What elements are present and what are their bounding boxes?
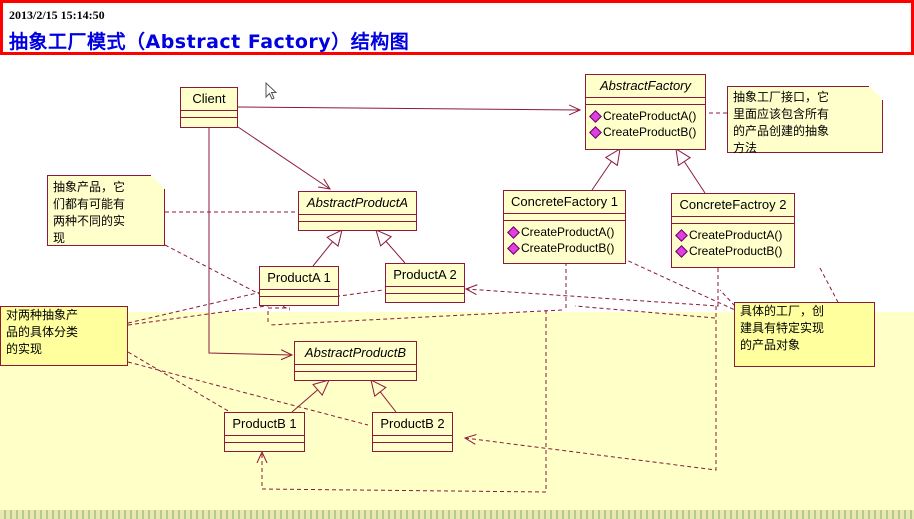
operations-compartment: CreateProductA() CreateProductB() [504, 221, 625, 259]
class-concrete-factory-1[interactable]: ConcreteFactory 1 CreateProductA() Creat… [503, 190, 626, 264]
class-name: AbstractProductA [299, 192, 416, 215]
method-icon [589, 109, 602, 123]
attributes-compartment [260, 290, 338, 297]
class-product-a1[interactable]: ProductA 1 [259, 266, 339, 306]
method-icon [507, 241, 520, 255]
attributes-compartment [386, 287, 464, 294]
attributes-compartment [295, 365, 416, 372]
operation[interactable]: CreateProductA() [507, 224, 621, 240]
class-abstract-product-a[interactable]: AbstractProductA [298, 191, 417, 231]
attributes-compartment [181, 111, 237, 118]
class-name: AbstractProductB [295, 342, 416, 365]
client-to-abstract-product-a [237, 126, 330, 189]
class-name: ConcreteFactory 1 [504, 191, 625, 214]
cf1-extends-abstract-factory [591, 148, 621, 191]
attributes-compartment [586, 98, 705, 105]
pb1-extends-apb [291, 379, 330, 413]
attributes-compartment [373, 436, 452, 443]
client-to-abstract-factory [237, 107, 580, 110]
method-icon [507, 225, 520, 239]
note-abstract-product[interactable]: 抽象产品，它 们都有可能有 两种不同的实 现 [47, 175, 165, 246]
operation[interactable]: CreateProductB() [675, 243, 790, 259]
class-concrete-factory-2[interactable]: ConcreteFactroy 2 CreateProductA() Creat… [671, 193, 795, 268]
operations-compartment: CreateProductA() CreateProductB() [586, 105, 705, 143]
class-product-b1[interactable]: ProductB 1 [224, 412, 305, 452]
class-name: ProductA 2 [386, 264, 464, 287]
method-icon [675, 244, 688, 258]
client-to-abstract-product-b [208, 127, 292, 355]
class-product-a2[interactable]: ProductA 2 [385, 263, 465, 303]
cf2-creates-pb2 [465, 306, 717, 471]
note-fold-corner [151, 175, 165, 189]
attributes-compartment [225, 436, 304, 443]
diagram-header: 2013/2/15 15:14:50 抽象工厂模式（Abstract Facto… [0, 0, 914, 55]
operation[interactable]: CreateProductA() [675, 227, 790, 243]
pa2-extends-apa [375, 229, 406, 264]
operation[interactable]: CreateProductA() [589, 108, 701, 124]
note-fold-corner [869, 86, 883, 100]
operation[interactable]: CreateProductB() [507, 240, 621, 256]
method-icon [589, 125, 602, 139]
operations-compartment: CreateProductA() CreateProductB() [672, 224, 794, 262]
class-name: ConcreteFactroy 2 [672, 194, 794, 217]
class-abstract-factory[interactable]: AbstractFactory CreateProductA() CreateP… [585, 74, 706, 150]
cf2-extends-abstract-factory [675, 148, 706, 194]
horizontal-scrollbar[interactable] [0, 510, 914, 519]
class-client[interactable]: Client [180, 87, 238, 128]
mouse-cursor-icon [265, 82, 278, 100]
class-name: ProductB 2 [373, 413, 452, 436]
attributes-compartment [299, 215, 416, 222]
diagram-title: 抽象工厂模式（Abstract Factory）结构图 [9, 31, 410, 53]
class-name: ProductA 1 [260, 267, 338, 290]
method-icon [675, 228, 688, 242]
note-concrete-products[interactable]: 对两种抽象产 品的具体分类 的实现 [0, 306, 128, 366]
cf2-creates-pa2 [466, 268, 719, 307]
operation[interactable]: CreateProductB() [589, 124, 701, 140]
class-name: ProductB 1 [225, 413, 304, 436]
cf1-creates-pb1 [262, 310, 547, 493]
note-concrete-factory[interactable]: 具体的工厂，创 建具有特定实现 的产品对象 [734, 302, 875, 367]
class-name: AbstractFactory [586, 75, 705, 98]
attributes-compartment [504, 214, 625, 221]
class-abstract-product-b[interactable]: AbstractProductB [294, 341, 417, 381]
class-product-b2[interactable]: ProductB 2 [372, 412, 453, 452]
attributes-compartment [672, 217, 794, 224]
note-factory-interface[interactable]: 抽象工厂接口，它 里面应该包含所有 的产品创建的抽象 方法 [727, 86, 883, 155]
class-name: Client [181, 88, 237, 111]
timestamp: 2013/2/15 15:14:50 [9, 8, 105, 22]
pb2-extends-apb [370, 379, 397, 413]
pa1-extends-apa [312, 229, 343, 267]
